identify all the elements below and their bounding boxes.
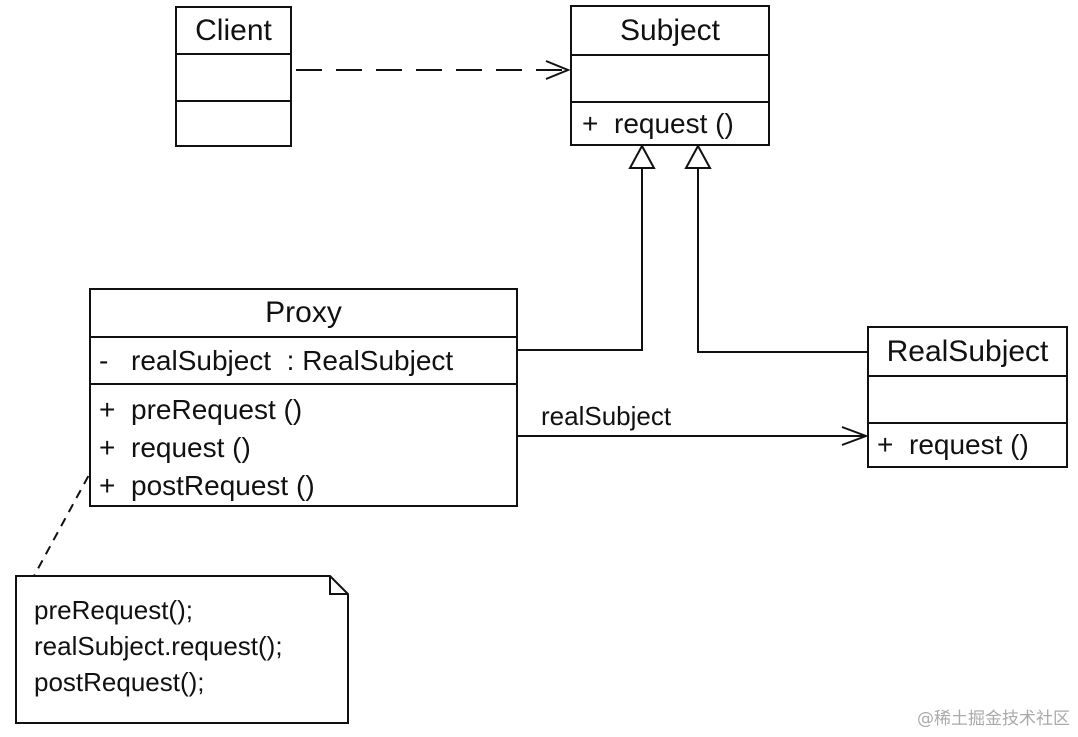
attributes-compartment (869, 375, 1066, 422)
class-name: Client (195, 13, 272, 47)
generalization-proxy-subject (517, 143, 656, 351)
attributes-compartment (177, 53, 290, 100)
operation-request: + request () (582, 107, 734, 139)
class-subject: Subject + request () (570, 5, 770, 146)
operation-prerequest: + preRequest () (99, 396, 516, 424)
operation-request: + request () (877, 431, 1029, 459)
note-shape (15, 575, 349, 724)
operations-compartment: + request () (572, 101, 768, 144)
note-line: realSubject.request(); (34, 631, 283, 661)
class-name: RealSubject (886, 334, 1049, 368)
class-name: Subject (619, 13, 721, 47)
watermark: @稀土掘金技术社区 (917, 709, 1070, 729)
visibility-marker: + (582, 107, 599, 139)
attribute-text: realSubject : RealSubject (131, 344, 454, 376)
operation-text: request () (614, 107, 734, 139)
attributes-compartment: -realSubject : RealSubject (91, 336, 516, 383)
operation-text: postRequest () (131, 470, 315, 501)
visibility-marker: + (877, 429, 894, 460)
attributes-compartment (572, 54, 768, 101)
operation-request: + request () (99, 434, 516, 462)
association-label: realSubject (541, 401, 672, 431)
attribute-realsubject: -realSubject : RealSubject (99, 344, 454, 376)
operations-compartment: + preRequest () + request () + postRequest … (91, 383, 516, 505)
note-line: postRequest(); (34, 667, 205, 697)
class-proxy: Proxy -realSubject : RealSubject + preReq… (89, 288, 518, 507)
visibility-marker: + (99, 432, 116, 463)
dependency-client-subject (296, 60, 571, 80)
visibility-marker: + (99, 470, 116, 501)
class-name: Proxy (265, 296, 342, 329)
class-client: Client (175, 6, 292, 147)
operations-compartment (177, 100, 290, 145)
operation-text: request () (131, 432, 251, 463)
note-text: preRequest(); realSubject.request(); pos… (34, 592, 334, 700)
operation-text: preRequest () (131, 394, 303, 425)
visibility-marker: - (99, 344, 109, 376)
operations-compartment: + request () (869, 422, 1066, 466)
association-proxy-realsubject (517, 426, 869, 446)
note-anchor-line (33, 461, 97, 577)
note-line: preRequest(); (34, 595, 193, 625)
visibility-marker: + (99, 394, 116, 425)
generalization-realsubject-subject (684, 143, 868, 353)
operation-postrequest: + postRequest () (99, 472, 516, 500)
class-realsubject: RealSubject + request () (867, 326, 1068, 468)
operation-text: request () (909, 429, 1029, 460)
